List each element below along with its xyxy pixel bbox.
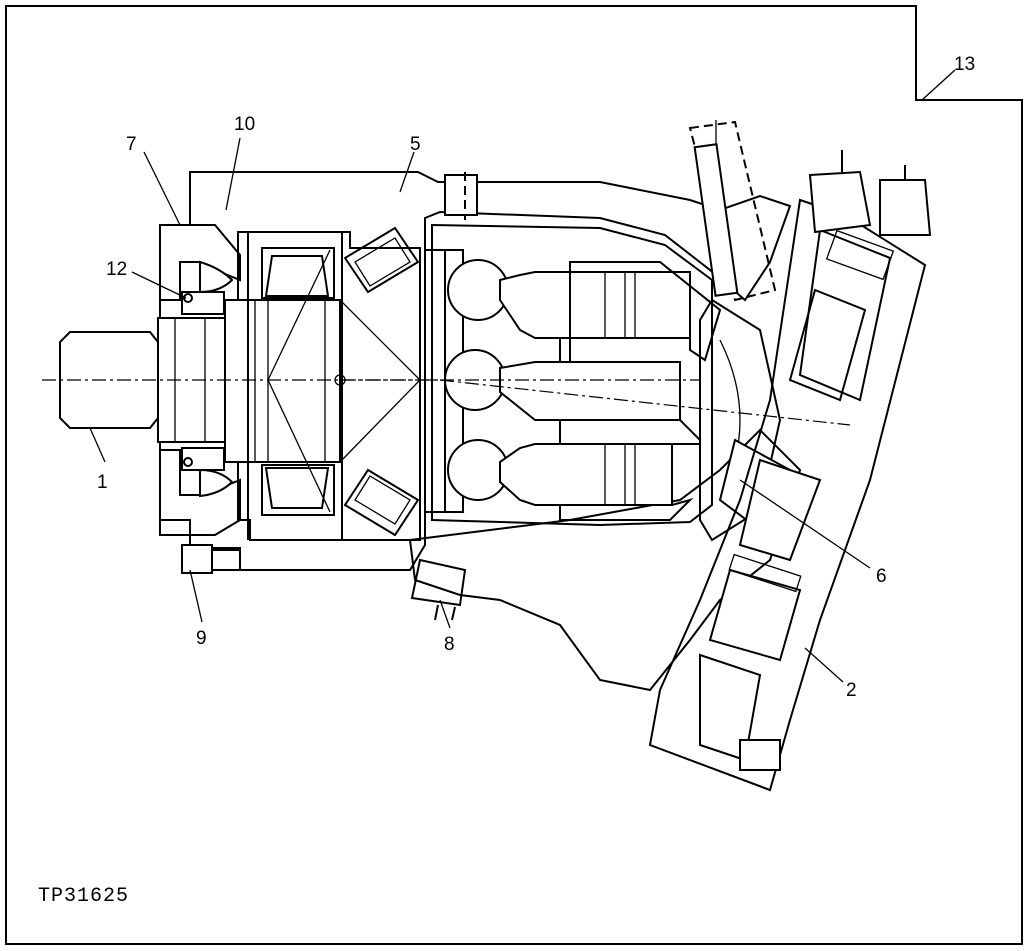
port-cover [648, 198, 927, 792]
shaft-seal [181, 291, 225, 471]
callout-2: 2 [804, 647, 857, 701]
svg-text:5: 5 [410, 134, 421, 155]
oil-passage-plug [444, 174, 478, 216]
figure-frame [5, 5, 1023, 945]
callout-9: 9 [189, 569, 207, 649]
callout-1: 1 [89, 427, 108, 493]
svg-text:9: 9 [196, 628, 207, 649]
callout-5: 5 [399, 134, 421, 193]
mounting-flange [159, 224, 241, 536]
callout-8: 8 [439, 599, 455, 655]
svg-text:10: 10 [234, 114, 255, 135]
svg-text:2: 2 [846, 680, 857, 701]
output-shaft [59, 299, 341, 463]
piston-middle [444, 349, 681, 421]
svg-text:13: 13 [954, 54, 975, 75]
svg-text:6: 6 [876, 566, 887, 587]
piston-upper [447, 259, 691, 339]
svg-text:7: 7 [126, 134, 137, 155]
svg-text:1: 1 [97, 472, 108, 493]
cylinder-block [559, 261, 722, 521]
port-fitting-upper [808, 150, 932, 236]
speed-sensor [688, 120, 777, 302]
svg-text:12: 12 [106, 259, 127, 280]
callout-7: 7 [126, 134, 181, 226]
cylinder-center-line [439, 379, 851, 426]
flange-plug [181, 544, 241, 574]
piston-lower [447, 439, 673, 506]
rear-taper-roller-bearing [343, 226, 420, 537]
callout-6: 6 [739, 479, 887, 587]
figure-code: TP31625 [38, 885, 129, 908]
svg-text:8: 8 [444, 634, 455, 655]
callout-10: 10 [225, 114, 255, 211]
callout-12: 12 [106, 259, 187, 299]
drain-plug [410, 558, 467, 621]
callout-13: 13 [921, 54, 975, 101]
